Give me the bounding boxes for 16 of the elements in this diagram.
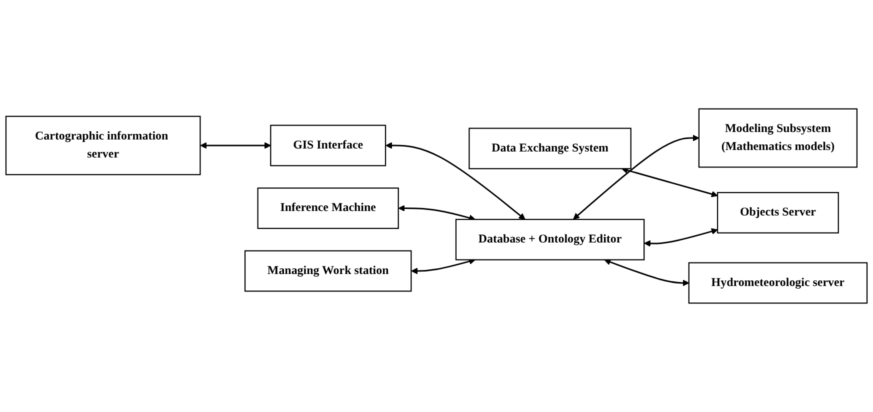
node-box: Modeling Subsystem (Mathematics models): [698, 108, 858, 168]
arrow: [573, 134, 700, 220]
arrow: [200, 142, 271, 149]
arrow: [621, 167, 718, 198]
node-box: Objects Server: [717, 192, 839, 234]
arrow: [604, 258, 690, 286]
node-box: Cartographic information server: [5, 116, 201, 176]
node-box: GIS Interface: [270, 124, 386, 166]
arrow: [411, 258, 476, 274]
node-box: Inference Machine: [257, 188, 399, 229]
node-box: Database + Ontology Editor: [455, 218, 645, 260]
arrow: [386, 142, 526, 220]
node-box: Data Exchange System: [468, 128, 632, 170]
node-box: Hydrometeorologic server: [688, 262, 868, 304]
node-box: Managing Work station: [244, 250, 412, 292]
arrow: [644, 228, 718, 247]
